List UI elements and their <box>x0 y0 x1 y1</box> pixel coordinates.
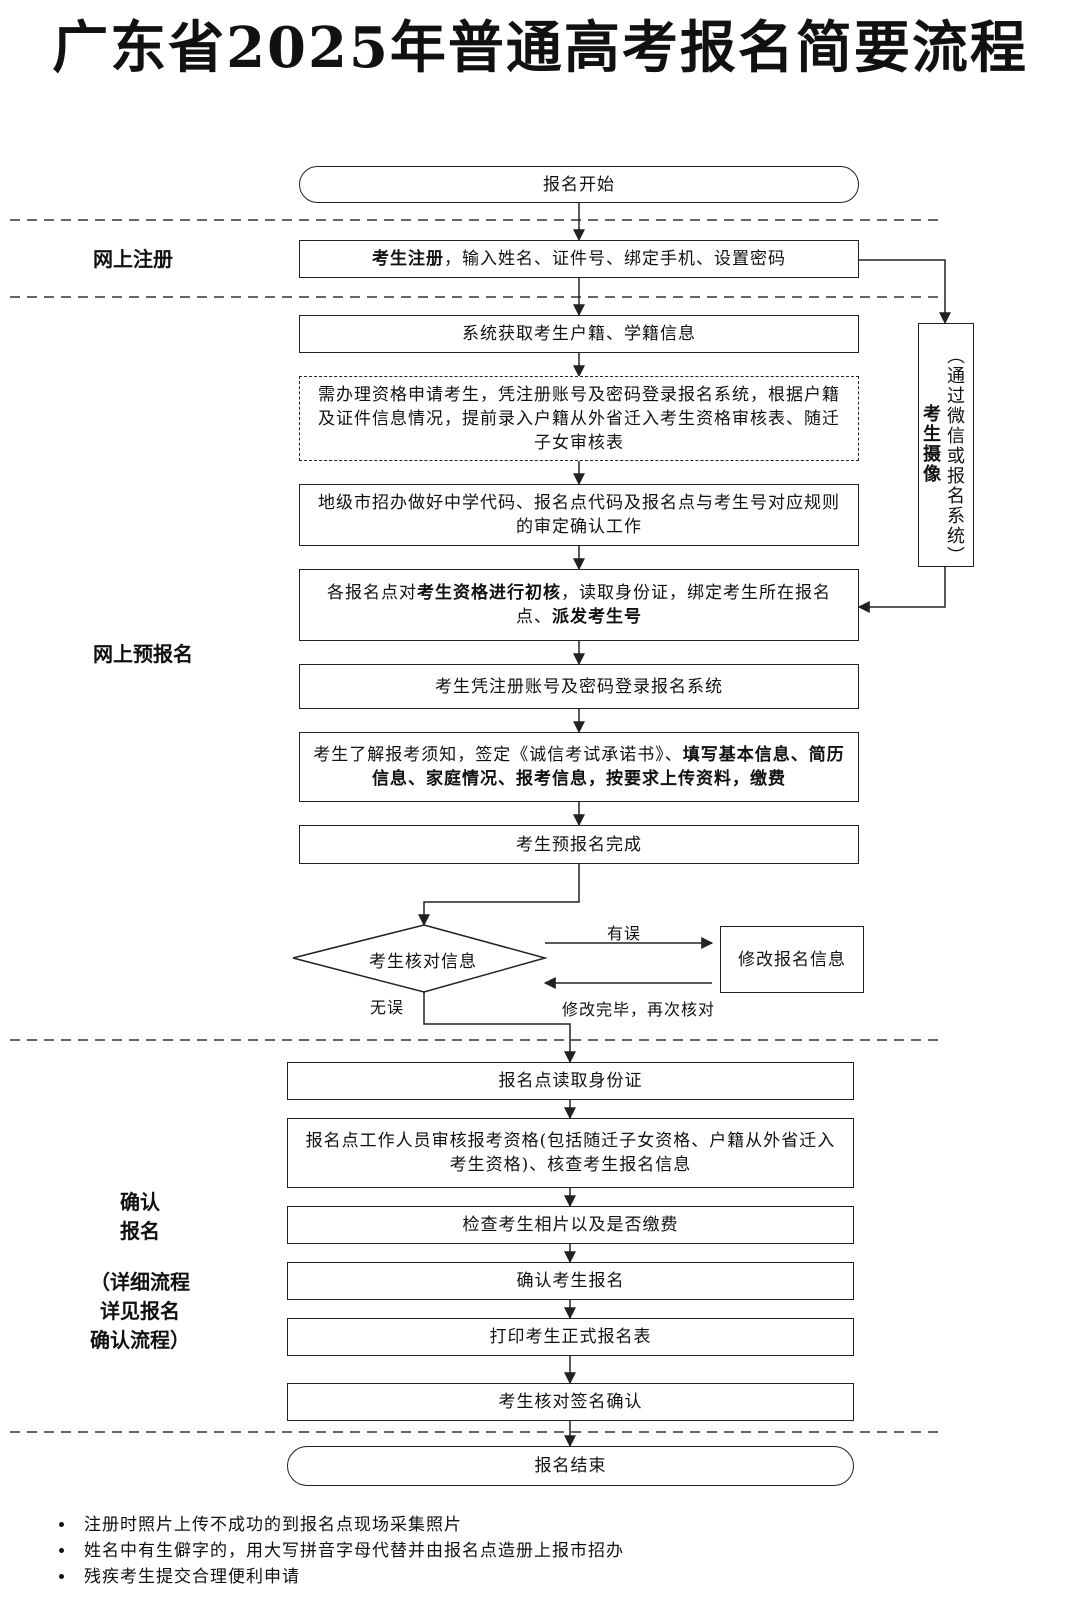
node-login: 考生凭注册账号及密码登录报名系统 <box>299 664 859 709</box>
stage-confirm-note3: 确认流程） <box>90 1328 190 1352</box>
node-print: 打印考生正式报名表 <box>287 1318 854 1356</box>
node-pre-done: 考生预报名完成 <box>299 825 859 864</box>
verify-label: 考生核对信息 <box>369 952 477 972</box>
node-qualification: 需办理资格申请考生，凭注册账号及密码登录报名系统，根据户籍及证件信息情况，提前录… <box>299 376 859 461</box>
node-end: 报名结束 <box>287 1446 854 1486</box>
verify-diamond <box>292 924 548 993</box>
node-camera: （通过微信或报名系统） 考生摄像 <box>918 323 974 567</box>
node-read-id: 报名点读取身份证 <box>287 1062 854 1100</box>
page-title: 广东省2025年普通高考报名简要流程 <box>52 15 1028 81</box>
stage-confirm-note2: 详见报名 <box>100 1299 180 1323</box>
edge-label-error: 有误 <box>607 924 642 943</box>
stage-register: 网上注册 <box>93 247 173 271</box>
edge-label-recheck: 修改完毕，再次核对 <box>562 1000 716 1019</box>
footnotes: 注册时照片上传不成功的到报名点现场采集照片 姓名中有生僻字的，用大写拼音字母代替… <box>40 1512 624 1590</box>
node-register-text: ，输入姓名、证件号、绑定手机、设置密码 <box>444 249 786 269</box>
node-confirm: 确认考生报名 <box>287 1262 854 1300</box>
edge-label-no-error: 无误 <box>370 998 405 1017</box>
node-register-bold: 考生注册 <box>372 249 444 269</box>
node-sign: 考生核对签名确认 <box>287 1383 854 1421</box>
node-start: 报名开始 <box>299 166 859 203</box>
stage-confirm-note1: （详细流程 <box>90 1270 190 1294</box>
node-modify: 修改报名信息 <box>720 926 864 993</box>
stage-confirm-line2: 报名 <box>120 1219 160 1243</box>
node-camera-note: （通过微信或报名系统） <box>944 346 965 566</box>
stage-confirm-line1: 确认 <box>120 1190 160 1214</box>
node-initial-check-b1: 考生资格进行初核 <box>417 583 561 603</box>
node-photo-fee: 检查考生相片以及是否缴费 <box>287 1206 854 1244</box>
node-fill-info-b1: 填写基本信息、简历信息、家庭情况、报考信息，按要求上传资料，缴费 <box>372 745 845 789</box>
footnote-item: 注册时照片上传不成功的到报名点现场采集照片 <box>76 1512 624 1538</box>
node-staff-review: 报名点工作人员审核报考资格(包括随迁子女资格、户籍从外省迁入考生资格)、核查考生… <box>287 1118 854 1188</box>
node-camera-label: 考生摄像 <box>920 404 941 484</box>
node-city-work: 地级市招办做好中学代码、报名点代码及报名点与考生号对应规则的审定确认工作 <box>299 484 859 546</box>
node-initial-check-t1: 各报名点对 <box>327 583 417 603</box>
stage-confirm: 确认 报名 （详细流程 详见报名 确认流程） <box>70 1188 210 1355</box>
node-fetch-info: 系统获取考生户籍、学籍信息 <box>299 315 859 353</box>
footnote-item: 姓名中有生僻字的，用大写拼音字母代替并由报名点造册上报市招办 <box>76 1538 624 1564</box>
section-separators <box>10 219 940 1433</box>
node-initial-check: 各报名点对考生资格进行初核，读取身份证，绑定考生所在报名点、派发考生号 <box>299 569 859 641</box>
footnote-item: 残疾考生提交合理便利申请 <box>76 1564 624 1590</box>
node-fill-info-t1: 考生了解报考须知，签定《诚信考试承诺书》、 <box>313 745 683 765</box>
main-arrows <box>418 203 951 1448</box>
node-fill-info: 考生了解报考须知，签定《诚信考试承诺书》、填写基本信息、简历信息、家庭情况、报考… <box>299 732 859 802</box>
node-initial-check-b2: 派发考生号 <box>552 607 642 627</box>
node-initial-check-t2: ，读取身份证，绑定考生所在报名点、 <box>516 583 831 627</box>
node-register: 考生注册，输入姓名、证件号、绑定手机、设置密码 <box>299 240 859 278</box>
stage-pre-register: 网上预报名 <box>93 642 193 666</box>
